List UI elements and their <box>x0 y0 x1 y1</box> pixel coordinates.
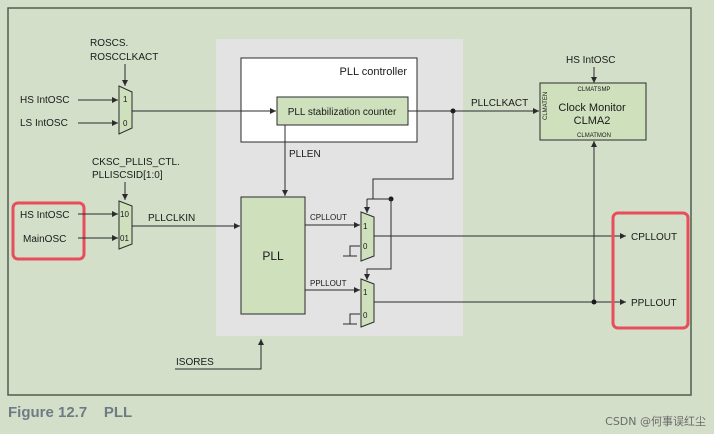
pll-controller-label: PLL controller <box>340 66 408 78</box>
clock-monitor-box <box>539 82 647 141</box>
mux-osc-select <box>118 85 133 135</box>
isores-label: ISORES <box>176 357 214 368</box>
mux-pll-input-select <box>118 200 133 250</box>
mux-cpllout-ground <box>349 245 360 256</box>
mux-pll-input01-label: 01 <box>120 234 129 243</box>
isores-wire <box>175 339 264 370</box>
pllclkin-label: PLLCLKIN <box>148 213 195 224</box>
pllclkact-label: PLLCLKACT <box>471 98 528 109</box>
pll-stabilization-counter-box <box>276 96 409 126</box>
cpllout-internal-label: CPLLOUT <box>310 213 347 222</box>
mainosc-label: MainOSC <box>23 234 66 245</box>
csdn-watermark: CSDN @何事误红尘 <box>605 415 706 428</box>
clock-monitor-title: Clock Monitor <box>558 102 626 114</box>
left-highlight-box <box>11 201 86 261</box>
cksc-label-line2: PLLISCSID[1:0] <box>92 170 163 181</box>
mux-osc-input0-label: 0 <box>123 119 128 128</box>
ppllout-internal-label: PPLLOUT <box>310 279 347 288</box>
pllen-label: PLLEN <box>289 149 321 160</box>
hs-intosc-top-label: HS IntOSC <box>20 95 69 106</box>
pll-label: PLL <box>262 249 284 263</box>
clock-monitor-name: CLMA2 <box>574 115 611 127</box>
clmaten-label: CLMATEN <box>543 92 549 120</box>
clm-hs-intosc-label: HS IntOSC <box>566 55 615 66</box>
outer-frame <box>7 7 692 396</box>
mux-ppllout-in0-label: 0 <box>363 311 368 320</box>
mux-ppllout-in1-label: 1 <box>363 288 368 297</box>
mux-cpllout-in1-label: 1 <box>363 222 368 231</box>
ppllout-output-label: PPLLOUT <box>631 298 677 309</box>
mux-ppllout-ground <box>349 313 360 324</box>
pll-box <box>240 196 306 315</box>
mux-ppllout-select-wire <box>364 199 392 280</box>
ls-intosc-label: LS IntOSC <box>20 118 68 129</box>
figure-caption: Figure 12.7 PLL <box>8 404 132 421</box>
mux-cpllout-in0-label: 0 <box>363 242 368 251</box>
cpllout-output-label: CPLLOUT <box>631 232 677 243</box>
pll-stabilization-counter-label: PLL stabilization counter <box>288 107 397 118</box>
ppllout-junction <box>591 299 597 305</box>
mux-osc-input1-label: 1 <box>123 95 128 104</box>
mux-cpllout <box>360 211 375 262</box>
roscs-label-line1: ROSCS. <box>90 38 128 49</box>
mux-pll-input10-label: 10 <box>120 210 129 219</box>
clmatsmp-label: CLMATSMP <box>578 87 611 93</box>
right-highlight-box <box>611 211 690 330</box>
clmatmon-label: CLMATMON <box>577 133 611 139</box>
hs-intosc-left-label: HS IntOSC <box>20 210 69 221</box>
cksc-label-line1: CKSC_PLLIS_CTL. <box>92 157 180 168</box>
pllclkact-to-muxes-wire <box>372 111 454 193</box>
mux-ppllout <box>360 278 375 328</box>
roscs-label-line2: ROSCCLKACT <box>90 52 158 63</box>
